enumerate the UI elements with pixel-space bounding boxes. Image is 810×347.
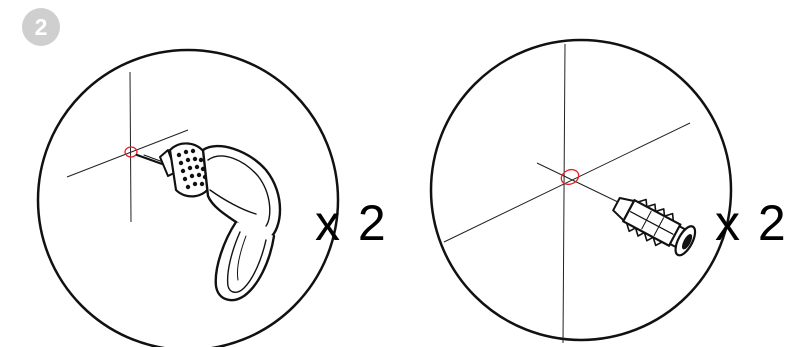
guide-line — [563, 44, 565, 343]
wall-anchor-icon — [608, 188, 700, 260]
drill-panel — [38, 50, 338, 347]
panel-circle-left — [38, 50, 338, 347]
guide-line — [537, 163, 620, 203]
panel-circle-right — [431, 40, 731, 340]
anchor-quantity-label: x 2 — [715, 198, 788, 248]
drill-icon — [137, 143, 280, 300]
drill-quantity-label: x 2 — [315, 198, 388, 248]
anchor-panel — [431, 40, 731, 343]
